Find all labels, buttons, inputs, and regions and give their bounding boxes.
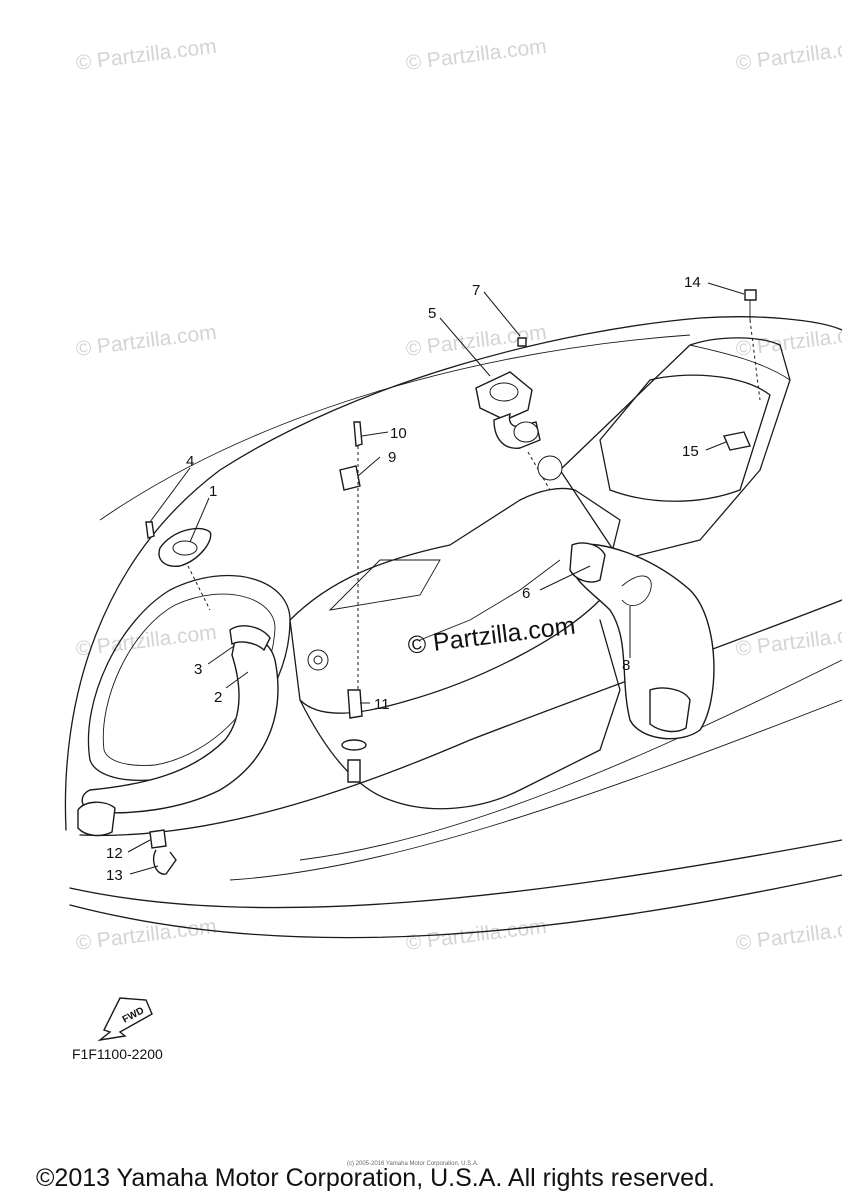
part-5-pipe-end [513, 421, 539, 443]
callout-12: 12 [106, 845, 123, 862]
center-frame-inner [419, 559, 561, 641]
rear-opening [599, 374, 771, 502]
mount-hole [313, 655, 323, 665]
tank-body [299, 619, 621, 810]
part-11-washer [341, 739, 367, 751]
mount-hole [537, 455, 563, 481]
callout-3: 3 [194, 661, 203, 678]
assembly-line [527, 451, 551, 491]
leader-line [705, 441, 727, 451]
deck-edge [689, 344, 791, 381]
part-8-band [621, 575, 652, 607]
leader-line [127, 839, 151, 853]
callout-9: 9 [388, 449, 397, 466]
part-1-opening [172, 540, 198, 556]
hull-outline [69, 839, 842, 909]
leader-line [189, 497, 210, 543]
hull-outline [69, 874, 842, 939]
callout-2: 2 [214, 689, 223, 706]
part-11-post [347, 759, 361, 783]
callout-8: 8 [622, 657, 631, 674]
part-4-rivet [145, 521, 155, 539]
part-5-opening [489, 382, 519, 402]
part-7-screw [517, 337, 527, 347]
fwd-arrow [97, 997, 153, 1042]
callout-13: 13 [106, 867, 123, 884]
hull-outline [299, 659, 842, 861]
callout-10: 10 [390, 425, 407, 442]
assembly-line [187, 565, 211, 611]
leader-line [539, 565, 591, 591]
hull-outline [79, 599, 842, 837]
part-15-clip [723, 431, 751, 451]
leader-line [357, 456, 381, 477]
hull-outline [229, 699, 842, 881]
part-2-bellows [77, 801, 116, 837]
callout-5: 5 [428, 305, 437, 322]
part-10-pin [353, 421, 363, 447]
part-13-strap [152, 849, 177, 875]
part-6-bellows [649, 687, 691, 733]
leader-line [483, 291, 521, 337]
hull-outline [64, 316, 842, 831]
part-11-stud [347, 689, 363, 719]
part-14-bolt [744, 289, 757, 301]
part-2-duct [81, 635, 279, 814]
leader-line [225, 671, 249, 689]
deck-outline [559, 337, 791, 561]
diagram-reference-code: F1F1100-2200 [72, 1046, 163, 1062]
part-6-bellows [569, 542, 606, 583]
hull-outline [99, 334, 691, 521]
callout-4: 4 [186, 453, 195, 470]
tiny-credit-line: (c) 2005-2016 Yamaha Motor Corporation, … [347, 1161, 479, 1167]
part-12-pad [149, 829, 167, 849]
assembly-line [749, 319, 761, 401]
leader-line [149, 467, 191, 523]
callout-1: 1 [209, 483, 218, 500]
leader-line [129, 865, 159, 875]
leader-line [707, 282, 745, 295]
copyright-notice: ©2013 Yamaha Motor Corporation, U.S.A. A… [36, 1164, 715, 1192]
front-opening-inner [102, 593, 276, 766]
center-frame-inner [328, 559, 441, 611]
part-9-block [339, 465, 361, 491]
callout-14: 14 [684, 274, 701, 291]
part-3-clamp [229, 625, 271, 652]
leader-line [361, 431, 389, 437]
leader-line [207, 645, 235, 665]
leader-line [439, 317, 491, 377]
callout-7: 7 [472, 282, 481, 299]
callout-15: 15 [682, 443, 699, 460]
callout-6: 6 [522, 585, 531, 602]
callout-11: 11 [374, 696, 390, 713]
